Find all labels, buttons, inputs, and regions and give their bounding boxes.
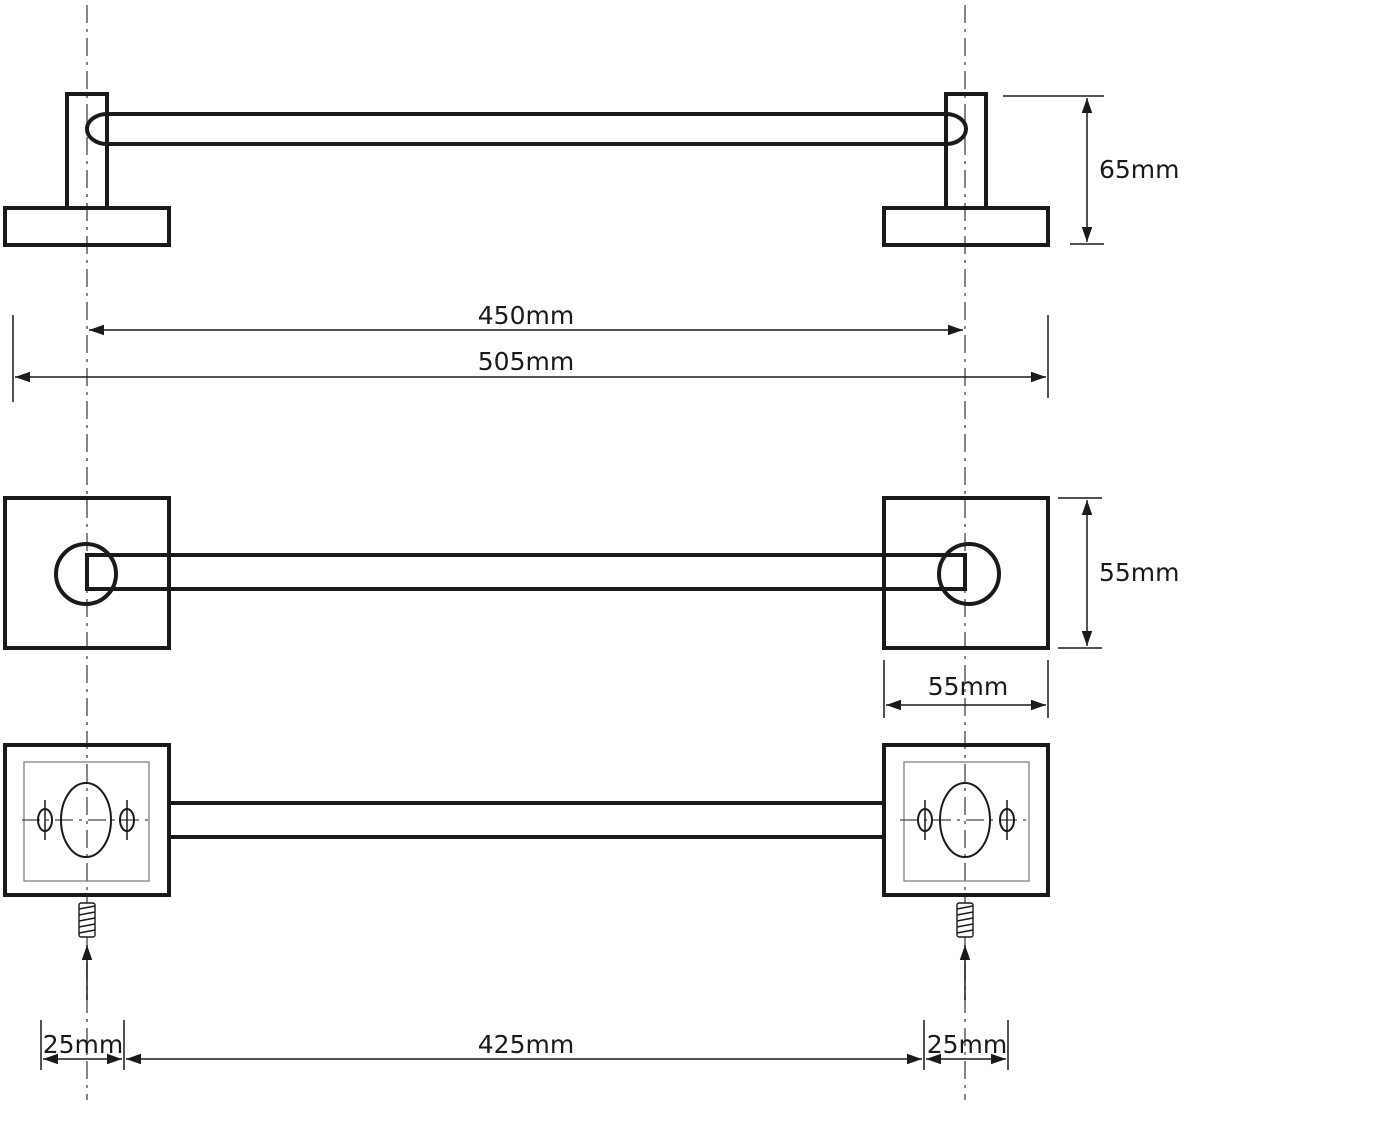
dim-label-25-left: 25mm	[43, 1030, 124, 1059]
dim-bottom: 25mm 425mm 25mm	[40, 1020, 1009, 1070]
right-knob	[937, 542, 1001, 606]
dim-label-425: 425mm	[478, 1030, 574, 1059]
left-knob	[54, 542, 118, 606]
right-screw-icon	[956, 902, 974, 938]
dim-505: 505mm	[12, 315, 1049, 402]
dim-55-horizontal: 55mm	[883, 660, 1049, 718]
dim-label-25-right: 25mm	[927, 1030, 1008, 1059]
dim-label-55-horizontal: 55mm	[928, 672, 1009, 701]
left-base	[3, 206, 171, 247]
dim-label-450: 450mm	[478, 301, 574, 330]
dim-55-vertical: 55mm	[1058, 497, 1180, 649]
right-plate-top	[882, 496, 1050, 650]
side-view	[3, 92, 1050, 247]
left-screw-icon	[78, 902, 96, 938]
left-mounting-plate	[3, 743, 171, 897]
top-bar	[85, 553, 967, 591]
right-base	[882, 206, 1050, 247]
dim-65: 65mm	[1003, 95, 1180, 245]
dim-label-505: 505mm	[478, 347, 574, 376]
dim-450: 450mm	[89, 301, 963, 336]
top-view	[3, 496, 1050, 650]
left-plate-top	[3, 496, 171, 650]
back-view	[3, 743, 1050, 1000]
left-center-hole	[60, 782, 112, 858]
dim-label-65: 65mm	[1099, 155, 1180, 184]
right-center-hole	[939, 782, 991, 858]
side-bar	[85, 112, 968, 146]
right-mounting-plate	[882, 743, 1050, 897]
right-post	[944, 92, 988, 210]
dim-label-55-vertical: 55mm	[1099, 558, 1180, 587]
back-bar	[167, 801, 886, 839]
